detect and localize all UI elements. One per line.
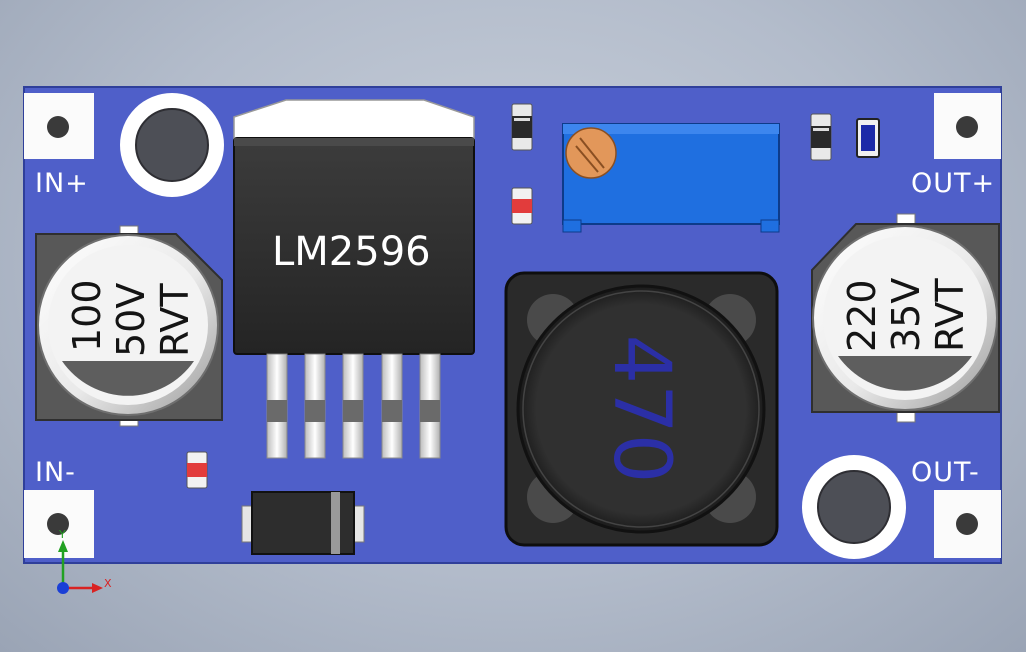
pad-hole [47, 116, 69, 138]
input-cap-voltage: 50V [109, 282, 153, 357]
pad-out-plus [934, 93, 1001, 159]
output-capacitor [811, 213, 1000, 423]
smd-resistor-top-center [511, 187, 533, 225]
output-cap-voltage: 35V [884, 277, 928, 352]
smd-diode-top-right [810, 113, 832, 161]
pad-hole [956, 513, 978, 535]
pad-out-minus [934, 490, 1001, 558]
coordinate-triad [57, 540, 103, 594]
pad-hole [47, 513, 69, 535]
label-in-minus: IN- [35, 457, 76, 488]
smd-resistor-left [186, 451, 208, 489]
axis-label-x: X [104, 577, 112, 590]
pad-hole [956, 116, 978, 138]
regulator-marking: LM2596 [272, 229, 431, 275]
input-cap-value: 100 [65, 279, 109, 352]
output-cap-brand: RVT [928, 278, 972, 352]
power-led [856, 118, 880, 158]
output-cap-value: 220 [840, 279, 884, 352]
label-out-minus: OUT- [911, 457, 980, 488]
regulator-pins [266, 353, 441, 459]
inductor-marking: 470 [596, 334, 686, 484]
label-in-plus: IN+ [35, 168, 89, 199]
trimmer-potentiometer [562, 123, 780, 233]
mounting-hole-top-left [120, 93, 224, 197]
pad-in-plus [24, 93, 94, 159]
input-cap-brand: RVT [153, 283, 197, 357]
label-out-plus: OUT+ [911, 168, 996, 199]
power-inductor [504, 271, 779, 547]
lm2596-regulator [233, 99, 475, 459]
input-capacitor [35, 225, 223, 427]
axis-label-y: Y [59, 528, 66, 541]
pad-in-minus [24, 490, 94, 558]
smd-diode-top-center [511, 103, 533, 151]
schottky-diode [241, 491, 365, 555]
regulator-tab [233, 99, 475, 141]
mounting-hole-bottom-right [802, 455, 906, 559]
